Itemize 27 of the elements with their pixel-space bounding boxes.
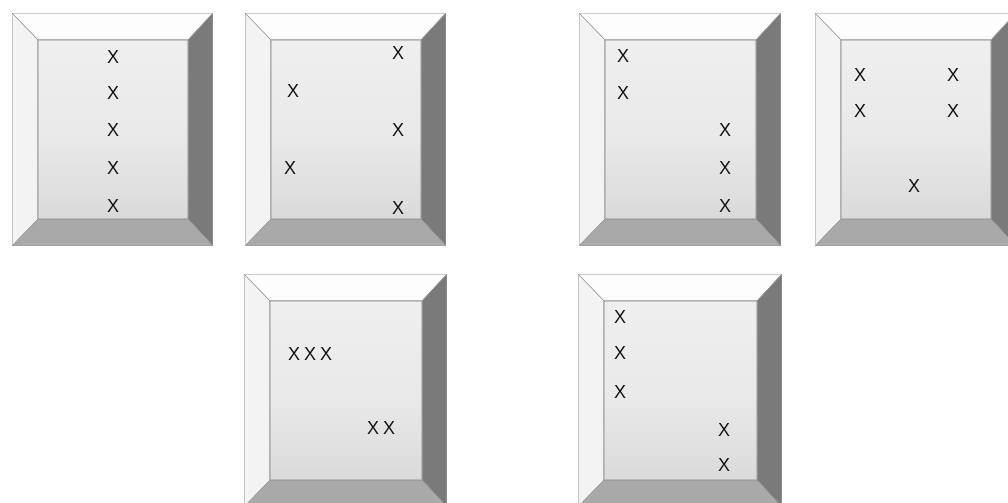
letter-mark: X (392, 44, 404, 62)
letter-mark: X (854, 66, 866, 84)
letter-mark: X (284, 159, 296, 177)
letter-mark: X (614, 308, 626, 326)
letter-mark: X (718, 421, 730, 439)
letter-mark: X (719, 159, 731, 177)
letter-mark: X (614, 383, 626, 401)
letter-mark: X (617, 47, 629, 65)
letter-mark: X (908, 177, 920, 195)
letter-mark: X (947, 66, 959, 84)
letter-mark: X (719, 121, 731, 139)
letter-mark: X (854, 102, 866, 120)
letter-mark: X (617, 84, 629, 102)
letter-mark: XX (367, 419, 399, 437)
letter-mark: X (107, 197, 119, 215)
letter-mark: X (392, 121, 404, 139)
letter-mark: X (107, 84, 119, 102)
letter-mark: X (107, 121, 119, 139)
letter-mark: X (107, 48, 119, 66)
letter-mark: X (718, 456, 730, 474)
letter-mark: X (614, 344, 626, 362)
letter-mark: X (392, 199, 404, 217)
letter-mark: X (719, 197, 731, 215)
letter-mark: X (947, 102, 959, 120)
letter-mark: X (107, 159, 119, 177)
letter-mark: XXX (288, 345, 336, 363)
letter-mark: X (287, 82, 299, 100)
